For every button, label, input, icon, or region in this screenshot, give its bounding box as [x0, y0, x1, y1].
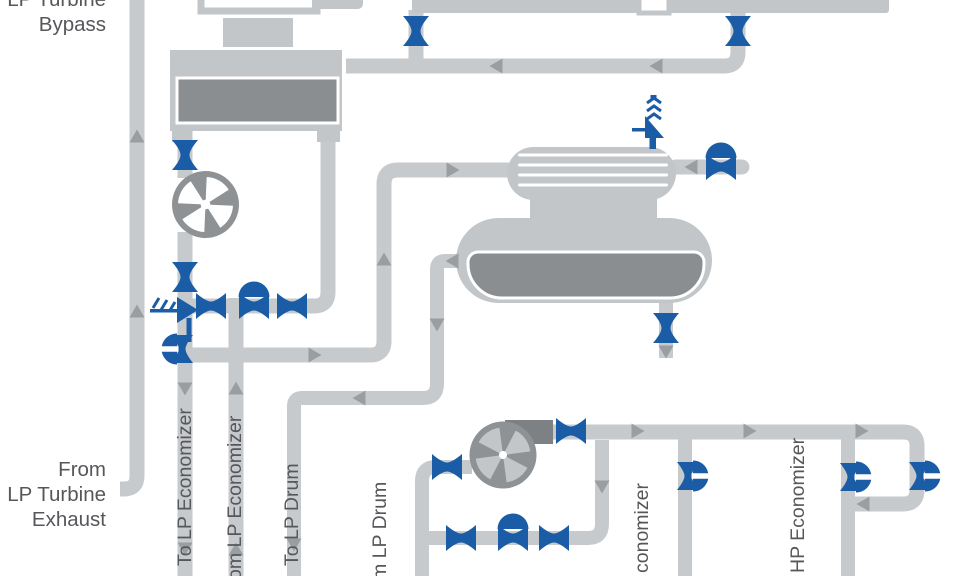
gate-valve-header-right-icon	[725, 16, 751, 46]
label-to-lp-economizer: To LP Economizer	[174, 408, 196, 566]
pipe-condenser-recirc	[185, 131, 336, 314]
pipe-pump2-bypass	[422, 440, 609, 545]
condenser-top-box	[223, 18, 293, 47]
turbine-band-right	[312, 0, 363, 9]
pipe-lp-turbine-bypass	[120, 0, 145, 497]
pipe-drum-to-lp-drum	[287, 254, 459, 576]
equipment	[170, 0, 889, 303]
housing-inspection-box	[636, 0, 672, 16]
label-lp-turbine-bypass-line2: Bypass	[38, 13, 106, 36]
label-lp-turbine-bypass-line1: LP Turbine	[0, 0, 106, 12]
label-from-lp-drum: m LP Drum	[369, 481, 391, 576]
label-to-lp-drum: To LP Drum	[281, 463, 303, 566]
gate-valve-pump1-discharge-icon	[172, 262, 198, 292]
deaerator-neck	[530, 196, 657, 222]
label-lp-turbine-bypass: LP Turbine Bypass	[0, 0, 106, 37]
gate-valve-pump2-suction-icon	[432, 454, 462, 480]
condenser-water-level	[175, 76, 340, 125]
condenser-leg-right	[317, 128, 340, 142]
turbine-frame-box	[197, 0, 321, 15]
label-exhaust-line1: From	[58, 458, 106, 481]
gate-valve-recirc-2-icon	[277, 293, 307, 319]
condensate-pump	[172, 171, 239, 238]
feedwater-pump	[469, 421, 537, 489]
deaerator-head-fins	[518, 153, 668, 187]
storage-drum-water-level	[466, 250, 706, 300]
pipe-condenser-top-header	[346, 12, 746, 74]
label-from-lp-economizer: om LP Economizer	[224, 415, 246, 576]
label-exhaust-line3: Exhaust	[31, 508, 106, 531]
gate-valve-condenser-outlet-icon	[172, 140, 198, 170]
condenser-leg-left	[172, 128, 192, 142]
pipe-from-lp-drum-riser	[415, 460, 472, 576]
label-hp-economizer: HP Economizer	[787, 437, 809, 573]
relief-valve-left-icon	[150, 297, 198, 342]
label-exhaust-line2: LP Turbine	[7, 483, 106, 506]
gate-valve-drum-drain-icon	[653, 313, 679, 343]
label-from-lp-turbine-exhaust: From LP Turbine Exhaust	[0, 457, 106, 532]
valves	[150, 16, 941, 551]
relief-valve-deaerator-icon	[632, 95, 664, 149]
gate-valve-pump2-discharge-icon	[556, 418, 586, 444]
gate-valve-recirc-1-icon	[196, 293, 226, 319]
label-to-economizer-right: conomizer	[631, 483, 653, 573]
gate-valve-bypass-1-icon	[446, 525, 476, 551]
gate-valve-bypass-2-icon	[539, 525, 569, 551]
gate-valve-header-left-icon	[403, 16, 429, 46]
